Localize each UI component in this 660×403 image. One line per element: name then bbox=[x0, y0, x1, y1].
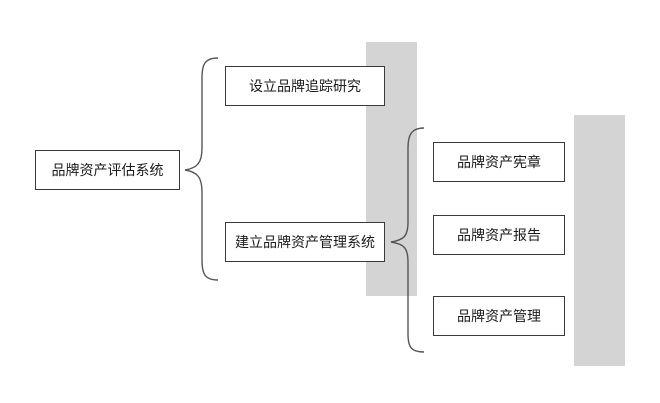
node-brand-equity-management-label: 品牌资产管理 bbox=[457, 309, 541, 325]
root-node-brand-equity-evaluation-system: 品牌资产评估系统 bbox=[35, 150, 180, 190]
node-brand-equity-management: 品牌资产管理 bbox=[433, 296, 565, 336]
node-brand-equity-management-system-label: 建立品牌资产管理系统 bbox=[235, 235, 375, 251]
node-brand-equity-report-label: 品牌资产报告 bbox=[457, 228, 541, 244]
node-brand-equity-charter-label: 品牌资产宪章 bbox=[457, 155, 541, 171]
root-node-label: 品牌资产评估系统 bbox=[51, 163, 164, 179]
node-brand-equity-management-system: 建立品牌资产管理系统 bbox=[225, 222, 385, 262]
node-brand-tracking-research-label: 设立品牌追踪研究 bbox=[249, 79, 361, 95]
shade-bar-right bbox=[574, 115, 625, 366]
node-brand-equity-charter: 品牌资产宪章 bbox=[433, 142, 565, 182]
node-brand-equity-report: 品牌资产报告 bbox=[433, 215, 565, 255]
left-curly-bracket bbox=[184, 57, 219, 281]
right-curly-bracket bbox=[390, 127, 425, 353]
node-brand-tracking-research: 设立品牌追踪研究 bbox=[225, 66, 385, 106]
